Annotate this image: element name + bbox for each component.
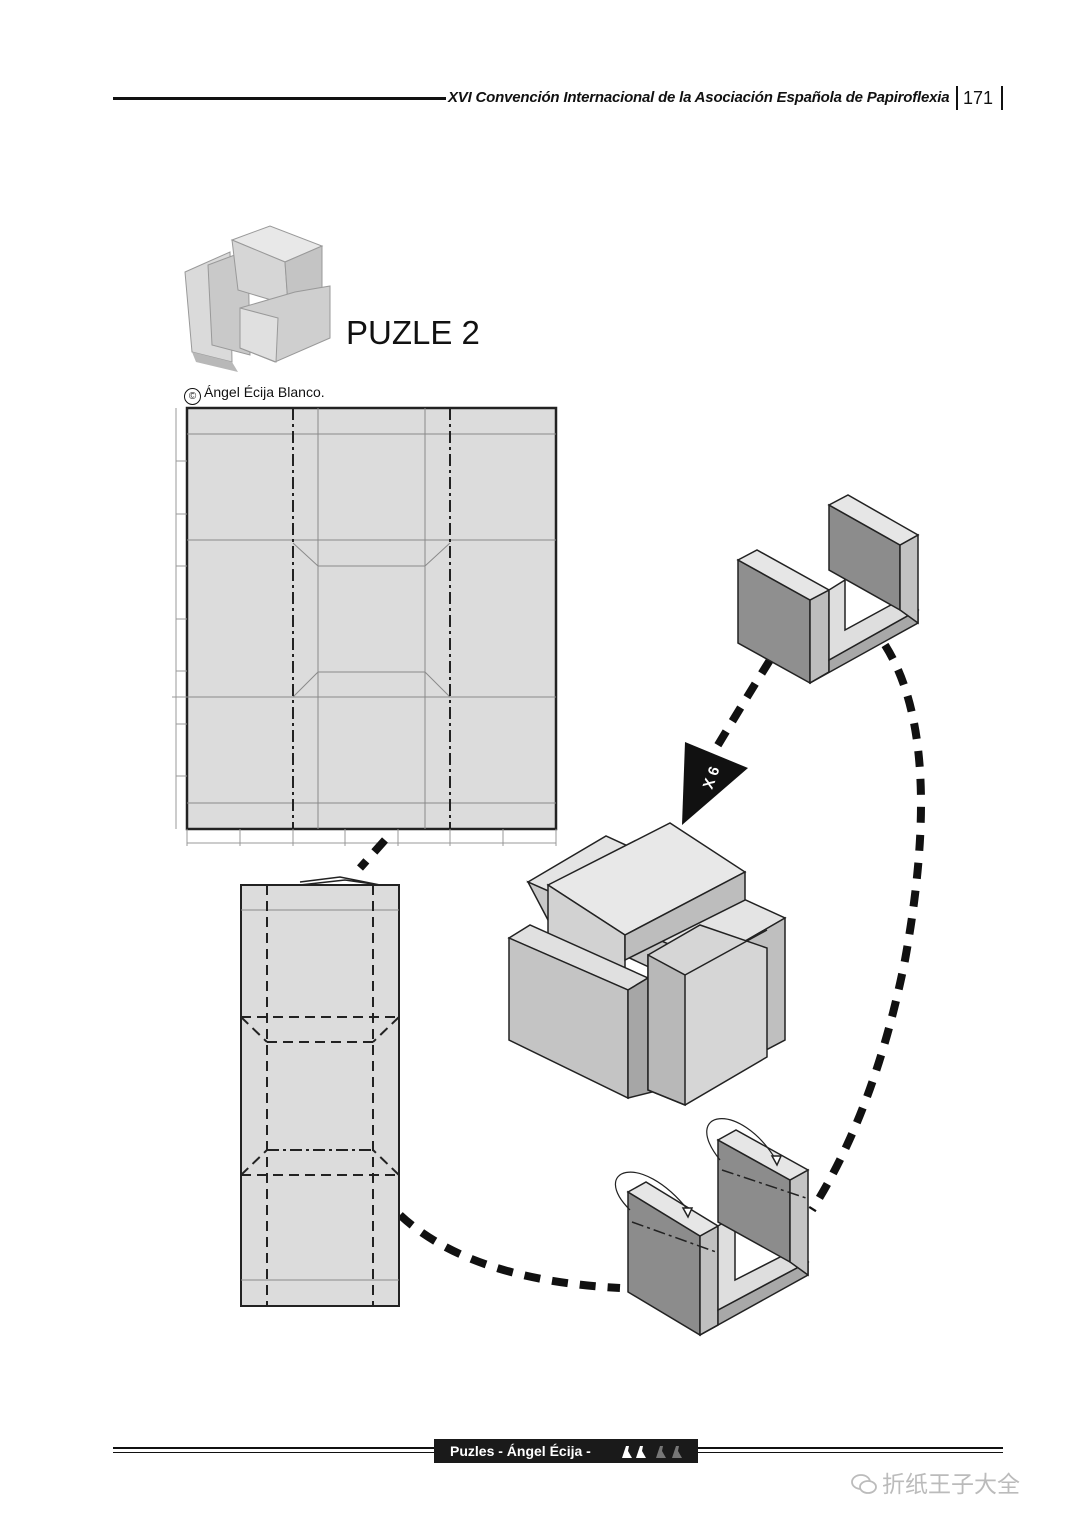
finished-model-photo xyxy=(184,225,331,372)
diagram-title: PUZLE 2 xyxy=(346,314,480,351)
header-rule xyxy=(113,97,446,100)
footer-label-box: Puzles - Ángel Écija - xyxy=(434,1439,698,1463)
folded-strip xyxy=(240,876,400,1307)
difficulty-figures-icon xyxy=(622,1446,682,1458)
copyright-text: Ángel Écija Blanco. xyxy=(204,384,325,400)
copyright: ©Ángel Écija Blanco. xyxy=(184,384,325,405)
repeat-label: X 6 xyxy=(700,764,724,791)
header-title: XVI Convención Internacional de la Asoci… xyxy=(448,89,950,106)
crease-pattern xyxy=(172,406,558,846)
copyright-symbol: © xyxy=(184,388,201,405)
watermark-text: 折纸王子大全 xyxy=(882,1471,1020,1497)
u-unit-folding xyxy=(615,1118,810,1337)
assembled-puzzle xyxy=(507,822,787,1107)
u-unit-finished xyxy=(736,494,920,685)
page-number: 171 xyxy=(963,88,994,108)
footer-label: Puzles - Ángel Écija - xyxy=(450,1443,591,1459)
watermark: 折纸王子大全 xyxy=(850,1465,1020,1499)
repeat-arrow: X 6 xyxy=(682,742,748,825)
sequence-path xyxy=(357,642,925,1292)
header-separator xyxy=(1001,86,1003,110)
header-separator xyxy=(956,86,958,110)
wechat-icon xyxy=(851,1474,877,1494)
